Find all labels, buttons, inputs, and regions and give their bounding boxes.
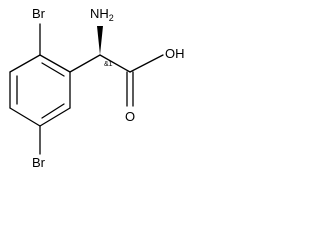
benzene-ring: [9, 54, 71, 127]
ring-bond-c1-c2: [39, 54, 71, 73]
atom-label-o: O: [125, 109, 135, 124]
atom-label-nh2: NH2: [90, 6, 114, 23]
ring-double-bond-inner-2: [41, 103, 65, 119]
ring-double-bond-inner-1: [41, 62, 65, 77]
stereo-label: &1: [104, 61, 113, 68]
bond-chiral-to-carboxyl-carbon: [99, 54, 131, 73]
bond-ring-to-chiral-center: [69, 54, 101, 73]
atom-label-nh2-main: NH: [90, 6, 109, 21]
ring-bond-c4-c5: [9, 107, 41, 127]
ring-bond-c6-c1: [9, 54, 41, 73]
bond-carboxyl-to-oh: [129, 54, 164, 73]
atom-label-oh: OH: [165, 46, 185, 61]
wedge-bond-to-nh2: [97, 26, 103, 55]
atom-label-br-bottom: Br: [32, 155, 46, 170]
ring-bond-c3-c4: [39, 107, 71, 127]
atom-label-nh2-subscript: 2: [109, 13, 114, 23]
chemical-structure: Br Br NH2 OH O &1: [9, 6, 185, 170]
atom-label-br-top: Br: [32, 6, 46, 21]
